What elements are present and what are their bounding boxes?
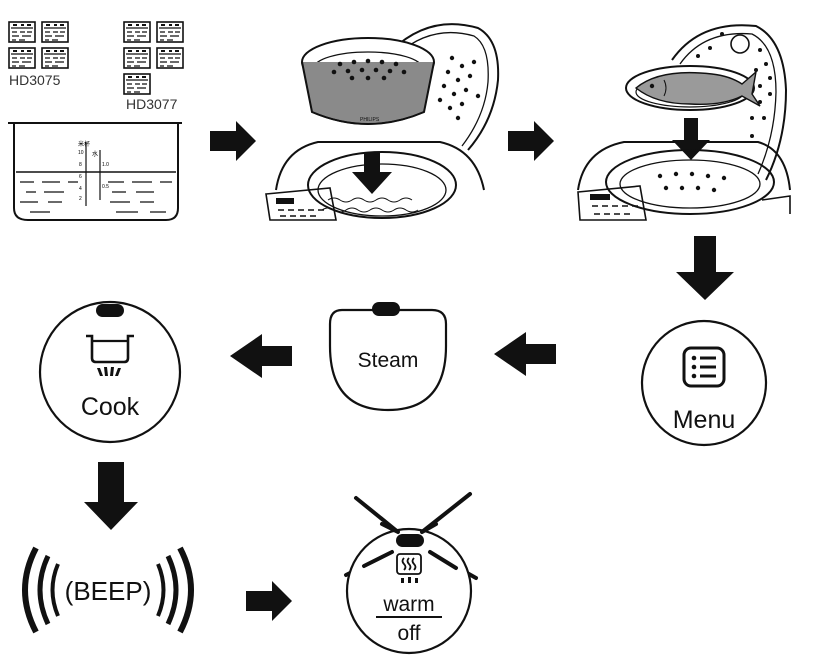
beep-indicator: (BEEP): [22, 546, 194, 634]
fish-icon: [634, 70, 761, 107]
scale-mark: 10: [78, 150, 84, 156]
indicator-light: [96, 304, 124, 317]
measuring-cup-icon: [41, 21, 69, 43]
measuring-cup-icon: [156, 47, 184, 69]
inner-pot-with-water: 米杯 水 10 8 6 4 2 1.0 0.5: [8, 122, 182, 221]
measuring-cup-icon: [156, 21, 184, 43]
beep-label: (BEEP): [65, 576, 152, 606]
indicator-light: [396, 534, 424, 547]
arrow-icon: [84, 462, 138, 530]
cooker-with-fish: [577, 24, 791, 221]
light-ray-icon: [362, 522, 458, 570]
arrow-icon: [230, 334, 292, 378]
measuring-cup-icon: [123, 47, 151, 69]
measuring-cup-icon: [41, 47, 69, 69]
arrow-icon: [508, 121, 554, 161]
measuring-cups-hd3077: HD3077: [123, 21, 184, 112]
scale-mark: 4: [79, 186, 82, 192]
arrow-icon: [352, 152, 392, 194]
model-label-hd3075: HD3075: [9, 72, 61, 88]
flame-icon: [401, 577, 418, 583]
off-label: off: [398, 622, 421, 645]
measuring-cup-icon: [8, 47, 36, 69]
scale-mark: 8: [79, 162, 82, 168]
scale-header-water: 水: [92, 150, 98, 158]
cooker-with-steam-basket: PHILIPS: [265, 23, 500, 221]
arrow-icon: [246, 581, 292, 621]
menu-label: Menu: [673, 406, 736, 434]
arrow-icon: [494, 332, 556, 376]
scale-mark: 2: [79, 196, 82, 202]
scale-mark: 0.5: [102, 184, 109, 190]
measuring-cup-icon: [123, 21, 151, 43]
steam-button[interactable]: Steam: [328, 302, 448, 412]
brand-label: PHILIPS: [360, 117, 380, 123]
measuring-cup-icon: [123, 73, 151, 95]
list-icon: [682, 346, 726, 388]
sound-wave-icon: [22, 546, 194, 634]
model-label-hd3077: HD3077: [126, 96, 178, 112]
steam-label: Steam: [358, 349, 419, 372]
arrow-icon: [210, 121, 256, 161]
scale-mark: 6: [79, 174, 82, 180]
cook-label: Cook: [81, 393, 140, 421]
flame-icon: [97, 367, 121, 376]
warm-icon: [396, 553, 422, 575]
indicator-light: [372, 302, 400, 316]
scale-header-rice: 米杯: [78, 140, 90, 148]
measuring-cup-icon: [8, 21, 36, 43]
pot-icon: [86, 334, 134, 364]
scale-mark: 1.0: [102, 162, 109, 168]
measuring-cups-hd3075: HD3075: [8, 21, 69, 88]
arrow-icon: [676, 236, 734, 300]
cook-button[interactable]: Cook: [38, 300, 182, 444]
menu-button[interactable]: Menu: [640, 319, 768, 447]
keep-warm-off-button[interactable]: warm off: [344, 492, 478, 655]
warm-label: warm: [382, 593, 434, 616]
arrow-icon: [672, 118, 710, 160]
